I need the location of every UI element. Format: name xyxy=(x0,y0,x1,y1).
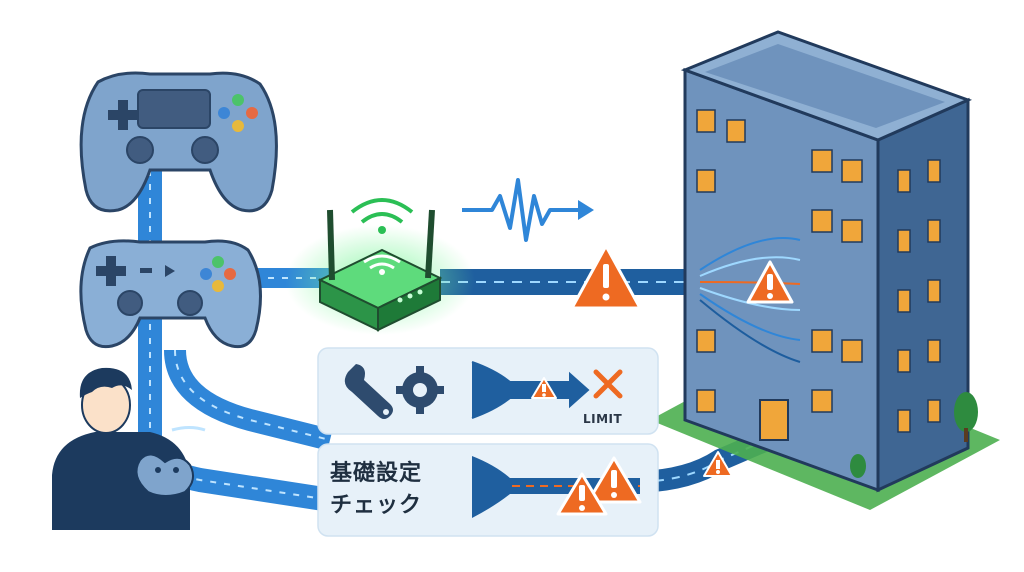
gear-icon xyxy=(396,366,444,414)
wifi-router-icon xyxy=(285,209,475,335)
controller-icon xyxy=(79,239,262,349)
signal-wave-icon xyxy=(462,178,594,242)
warning-icon xyxy=(570,244,642,310)
panel-tools-limit xyxy=(317,347,659,435)
settings-check-line1: 基礎設定 xyxy=(330,461,423,486)
warning-icon xyxy=(586,456,642,504)
controller-icon xyxy=(79,71,278,213)
warning-icon xyxy=(556,472,608,516)
restricted-flow-arrow xyxy=(471,361,590,419)
pipe-left-curve xyxy=(164,349,333,451)
building-icon xyxy=(650,30,1000,510)
warning-icon xyxy=(746,260,794,304)
wifi-signal-icon xyxy=(350,198,414,234)
settings-check-label: 基礎設定 チェック xyxy=(330,458,470,522)
wrench-icon xyxy=(344,364,393,419)
data-streams xyxy=(699,237,801,363)
warning-icon xyxy=(703,451,733,477)
limit-label: LIMIT xyxy=(583,412,623,426)
settings-check-line2: チェック xyxy=(330,493,423,518)
warning-icon xyxy=(531,377,557,399)
x-mark-icon xyxy=(593,369,623,399)
panel-settings-check xyxy=(317,443,659,537)
gamer-person-icon xyxy=(52,367,206,530)
